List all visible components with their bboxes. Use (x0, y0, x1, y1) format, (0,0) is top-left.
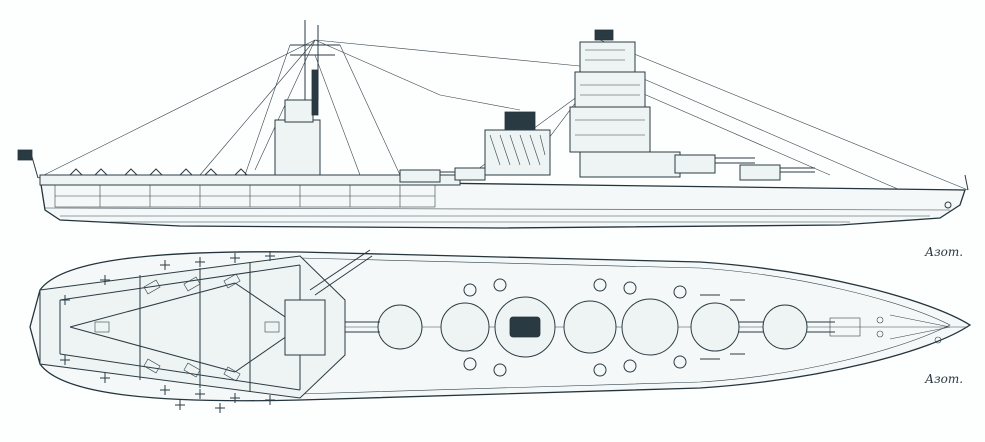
profile-signature: Азот. (925, 245, 964, 259)
flight-deck-profile (39, 174, 461, 186)
main-turrets-plan (345, 296, 835, 358)
hull-profile (39, 177, 966, 229)
forward-turrets-profile (674, 154, 815, 181)
aft-hangar-detail (54, 184, 436, 208)
main-mast (274, 20, 340, 176)
aircraft-plan-markers (60, 251, 275, 413)
secondary-guns-plan (463, 278, 745, 377)
stern-flag (17, 149, 33, 161)
forecastle-detail (829, 314, 951, 344)
plan-signature: Азот. (925, 372, 964, 386)
aft-turrets-profile (399, 167, 486, 183)
funnel (484, 111, 551, 176)
aircraft-profile-row (69, 168, 248, 176)
parked-aircraft-plan (94, 273, 280, 382)
crane-plan (284, 249, 373, 356)
bridge-tower (569, 29, 681, 178)
side-profile-view (17, 20, 969, 229)
plan-view (29, 249, 972, 413)
